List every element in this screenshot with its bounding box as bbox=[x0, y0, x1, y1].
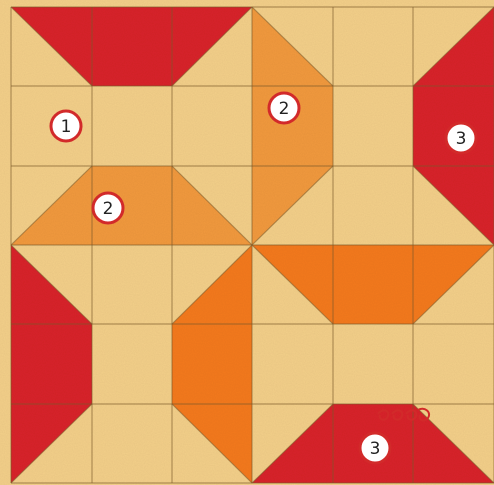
badge-number: 3 bbox=[456, 129, 467, 149]
badge-number: 2 bbox=[103, 199, 114, 219]
number-badge: 2 bbox=[269, 93, 299, 123]
badge-number: 2 bbox=[279, 99, 290, 119]
number-badge: 2 bbox=[93, 193, 123, 223]
badge-number: 1 bbox=[61, 117, 72, 137]
seam-layer bbox=[11, 7, 494, 483]
number-badge: 3 bbox=[360, 433, 390, 463]
badge-number: 3 bbox=[370, 439, 381, 459]
number-badge: 3 bbox=[446, 123, 476, 153]
number-badge: 1 bbox=[51, 111, 81, 141]
